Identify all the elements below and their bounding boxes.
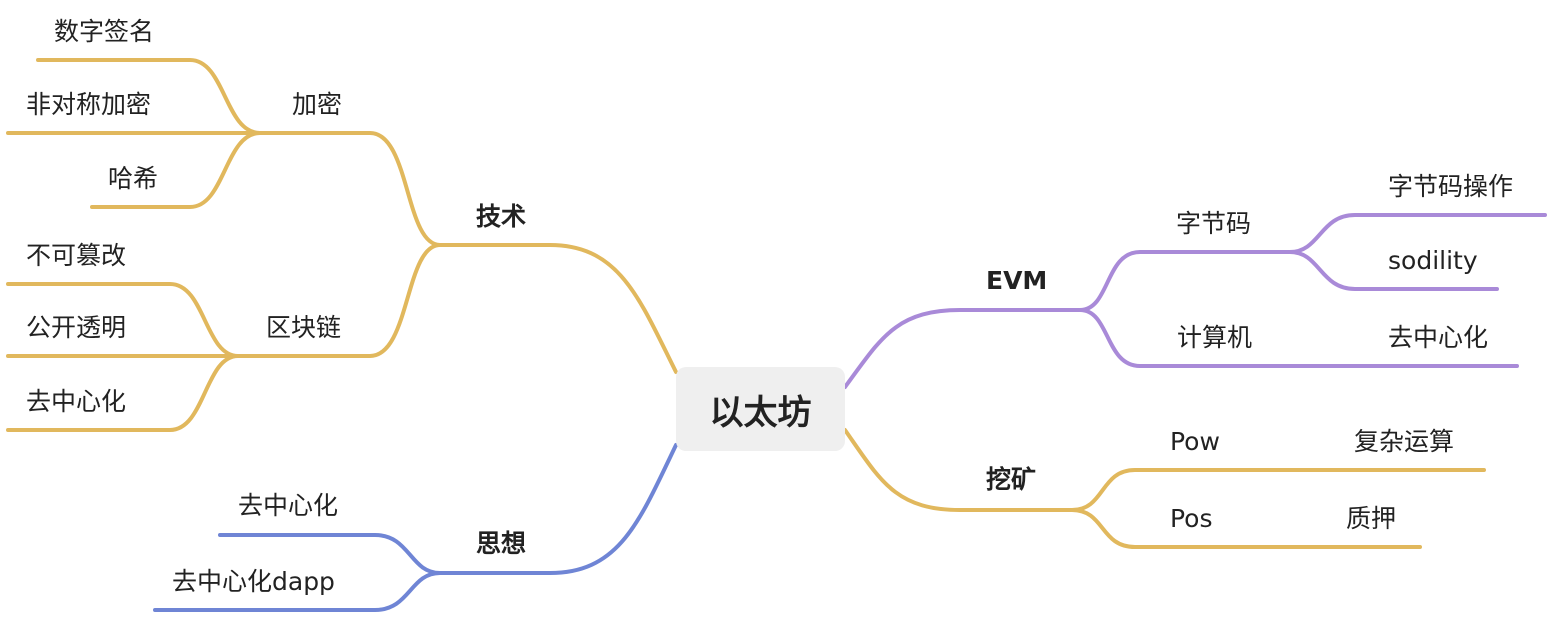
- node-pow[interactable]: Pow: [1170, 427, 1220, 456]
- node-computer[interactable]: 计算机: [1177, 323, 1253, 352]
- edge-thought-decentral: [218, 533, 442, 575]
- node-thought-decentralized[interactable]: 去中心化: [238, 491, 339, 520]
- node-tech[interactable]: 技术: [476, 202, 527, 231]
- node-computer-decentralized[interactable]: 去中心化: [1388, 323, 1489, 352]
- node-bytecode[interactable]: 字节码: [1176, 209, 1252, 238]
- node-sodility[interactable]: sodility: [1388, 246, 1478, 275]
- edge-root-evm: [843, 308, 1082, 389]
- edge-crypto-hash: [90, 131, 262, 209]
- node-mining[interactable]: 挖矿: [986, 465, 1037, 494]
- edge-root-mining: [843, 428, 1074, 512]
- node-staking[interactable]: 质押: [1346, 504, 1397, 533]
- root-node[interactable]: 以太坊: [676, 367, 845, 451]
- edge-tech-blockchain: [236, 243, 442, 358]
- node-crypto[interactable]: 加密: [292, 90, 343, 119]
- edge-mining-pow: [1070, 468, 1486, 512]
- edge-tech-crypto: [258, 131, 442, 247]
- root-node-label: 以太坊: [709, 392, 812, 433]
- edge-blockchain-decentral: [6, 354, 240, 432]
- edge-mining-pos: [1070, 508, 1422, 549]
- node-blockchain[interactable]: 区块链: [266, 313, 342, 342]
- node-bytecode-ops[interactable]: 字节码操作: [1388, 172, 1514, 201]
- edge-blockchain-immutable: [6, 282, 240, 358]
- node-blockchain-decentralized[interactable]: 去中心化: [26, 387, 127, 416]
- edge-bytecode-ops: [1288, 213, 1547, 254]
- edge-evm-bytecode: [1078, 250, 1292, 312]
- node-immutable[interactable]: 不可篡改: [26, 241, 127, 270]
- node-digital-signature[interactable]: 数字签名: [54, 17, 155, 46]
- edge-crypto-signature: [36, 58, 262, 135]
- node-evm[interactable]: EVM: [986, 266, 1048, 295]
- edge-bytecode-sodility: [1288, 250, 1499, 291]
- node-asymmetric-encryption[interactable]: 非对称加密: [26, 90, 152, 119]
- edge-thought-dapp: [153, 571, 442, 612]
- node-decentralized-dapp[interactable]: 去中心化dapp: [172, 567, 335, 596]
- edge-root-thought: [438, 443, 678, 575]
- edge-root-tech: [438, 243, 678, 374]
- node-transparent[interactable]: 公开透明: [26, 313, 127, 342]
- node-complex-computation[interactable]: 复杂运算: [1354, 427, 1455, 456]
- node-hash[interactable]: 哈希: [108, 164, 159, 193]
- node-pos[interactable]: Pos: [1170, 504, 1213, 533]
- node-thought[interactable]: 思想: [476, 529, 527, 558]
- edge-evm-computer: [1078, 308, 1519, 368]
